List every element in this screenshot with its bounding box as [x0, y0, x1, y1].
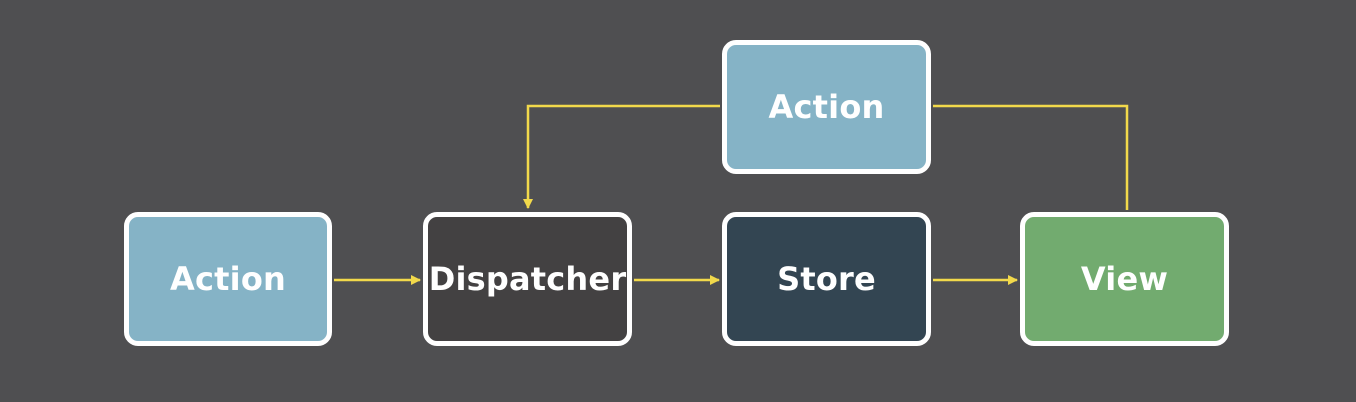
- action-node: Action: [124, 212, 332, 346]
- action-loop-node: Action: [722, 40, 931, 174]
- connector-view-to-action: [933, 104, 1129, 210]
- store-node: Store: [722, 212, 931, 346]
- store-node-label: Store: [777, 260, 876, 298]
- action-loop-node-label: Action: [768, 88, 885, 126]
- view-node-label: View: [1080, 260, 1169, 298]
- view-node: View: [1020, 212, 1229, 346]
- dispatcher-node: Dispatcher: [423, 212, 632, 346]
- action-node-label: Action: [170, 260, 286, 298]
- dispatcher-node-label: Dispatcher: [428, 260, 627, 298]
- arrow-action-to-dispatcher-loop: [523, 104, 720, 209]
